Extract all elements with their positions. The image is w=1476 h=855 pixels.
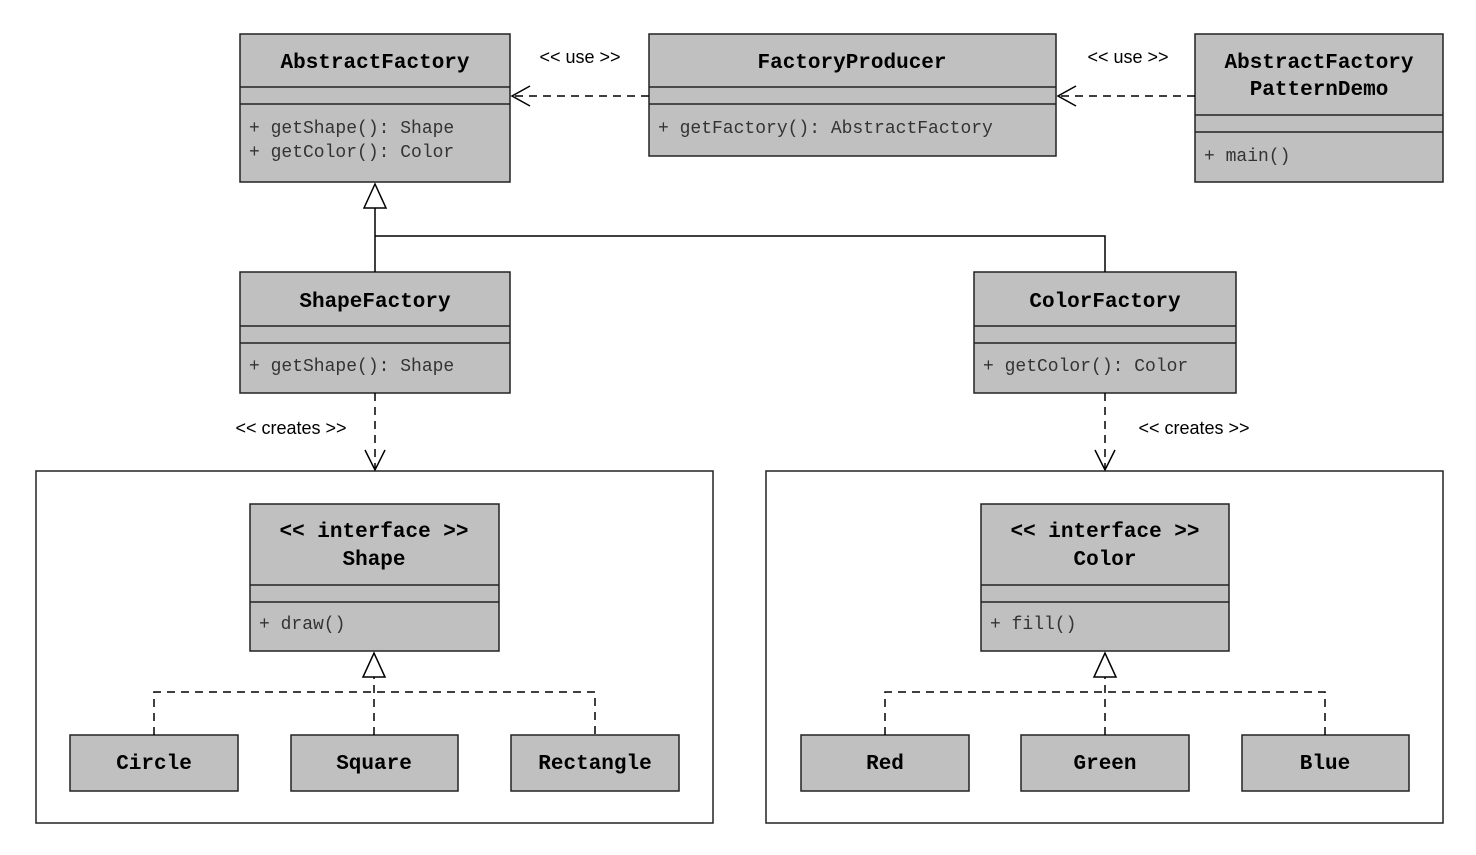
interface-color[interactable]: << interface >> Color + fill() [980,503,1230,652]
relation-producer-uses-factory: << use >> [510,47,649,107]
relation-label: << use >> [539,47,620,67]
interface-name: Shape [342,549,405,572]
class-member: + getColor(): Color [983,357,1188,377]
class-factory-producer[interactable]: FactoryProducer + getFactory(): Abstract… [648,33,1057,157]
class-color-factory[interactable]: ColorFactory + getColor(): Color [973,271,1237,394]
interface-member: + draw() [259,615,345,635]
class-blue[interactable]: Blue [1241,734,1410,792]
interface-name: Color [1073,549,1136,572]
class-name-line1: AbstractFactory [1224,52,1413,75]
relation-color-factory-creates: << creates >> [1094,393,1250,472]
relation-label: << use >> [1087,47,1168,67]
class-name: Rectangle [538,753,651,776]
class-name: Square [336,753,412,776]
class-abstract-factory-pattern-demo[interactable]: AbstractFactory PatternDemo + main() [1194,33,1444,183]
class-member: + getShape(): Shape [249,357,454,377]
relation-colors-implement-color [884,651,1326,735]
class-name: Blue [1300,753,1350,776]
class-red[interactable]: Red [800,734,970,792]
interface-stereotype: << interface >> [279,521,468,544]
relation-label: << creates >> [235,418,346,438]
class-name: Red [866,753,904,776]
class-rectangle[interactable]: Rectangle [510,734,680,792]
class-name: ColorFactory [1029,291,1181,314]
class-member: + getColor(): Color [249,143,454,163]
interface-stereotype: << interface >> [1010,521,1199,544]
class-name: Green [1073,753,1136,776]
relation-factories-extend-abstract-factory [362,182,1106,272]
class-member: + getShape(): Shape [249,119,454,139]
class-square[interactable]: Square [290,734,459,792]
class-name: AbstractFactory [280,52,469,75]
class-name: Circle [116,753,192,776]
interface-member: + fill() [990,615,1076,635]
relation-label: << creates >> [1138,418,1249,438]
relation-demo-uses-producer: << use >> [1056,47,1195,107]
class-circle[interactable]: Circle [69,734,239,792]
class-name-line2: PatternDemo [1250,79,1389,102]
interface-shape[interactable]: << interface >> Shape + draw() [249,503,500,652]
class-shape-factory[interactable]: ShapeFactory + getShape(): Shape [239,271,511,394]
relation-shapes-implement-shape [153,651,596,735]
class-member: + main() [1204,147,1290,167]
class-name: FactoryProducer [757,52,946,75]
class-abstract-factory[interactable]: AbstractFactory + getShape(): Shape + ge… [239,33,511,183]
class-name: ShapeFactory [299,291,451,314]
class-member: + getFactory(): AbstractFactory [658,119,993,139]
class-green[interactable]: Green [1020,734,1190,792]
relation-shape-factory-creates: << creates >> [235,393,386,472]
